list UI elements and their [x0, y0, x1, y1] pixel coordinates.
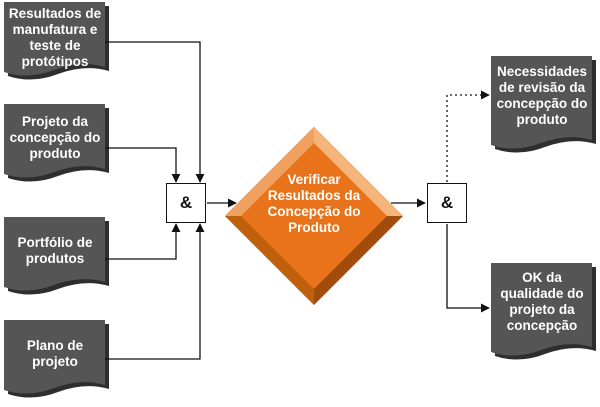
output-document-shape-2: [491, 263, 596, 360]
connector-output-solid: [446, 224, 490, 313]
input-label-3: Portfólio de produtos: [17, 235, 93, 266]
connector-input-3: [105, 223, 181, 260]
input-document-shape-4: [4, 320, 109, 398]
input-label-1: Resultados de manufatura e teste de prot…: [8, 6, 102, 69]
input-document-4: Plano de projeto: [6, 324, 104, 384]
connector-output-dotted: [446, 90, 490, 182]
join-and-gate: &: [166, 183, 206, 223]
split-gate-symbol: &: [440, 193, 454, 212]
input-document-shape-1: [4, 2, 109, 80]
connector-input-4: [105, 223, 205, 360]
process-label: Verificar Resultados da Concepção do Pro…: [267, 172, 361, 235]
process-diamond-shape: [225, 127, 403, 305]
input-document-3: Portfólio de produtos: [6, 221, 104, 281]
input-document-shape-2: [4, 104, 109, 182]
input-label-4: Plano de projeto: [26, 338, 84, 369]
output-document-2: OK da qualidade do projeto da concepção: [494, 266, 590, 338]
join-gate-symbol: &: [179, 193, 193, 212]
process-step: Verificar Resultados da Concepção do Pro…: [254, 168, 374, 240]
connector-input-1: [105, 41, 205, 183]
split-and-gate: &: [427, 183, 467, 223]
input-label-2: Projeto da concepção do produto: [9, 114, 101, 161]
output-label-2: OK da qualidade do projeto da concepção: [500, 270, 584, 333]
output-label-1: Necessidades de revisão da concepção do …: [496, 64, 588, 127]
input-document-shape-3: [4, 217, 109, 295]
input-document-1: Resultados de manufatura e teste de prot…: [6, 6, 104, 70]
connector-input-2: [105, 147, 181, 183]
output-document-shape-1: [491, 56, 596, 153]
input-document-2: Projeto da concepção do produto: [6, 108, 104, 168]
output-document-1: Necessidades de revisão da concepção do …: [494, 60, 590, 132]
